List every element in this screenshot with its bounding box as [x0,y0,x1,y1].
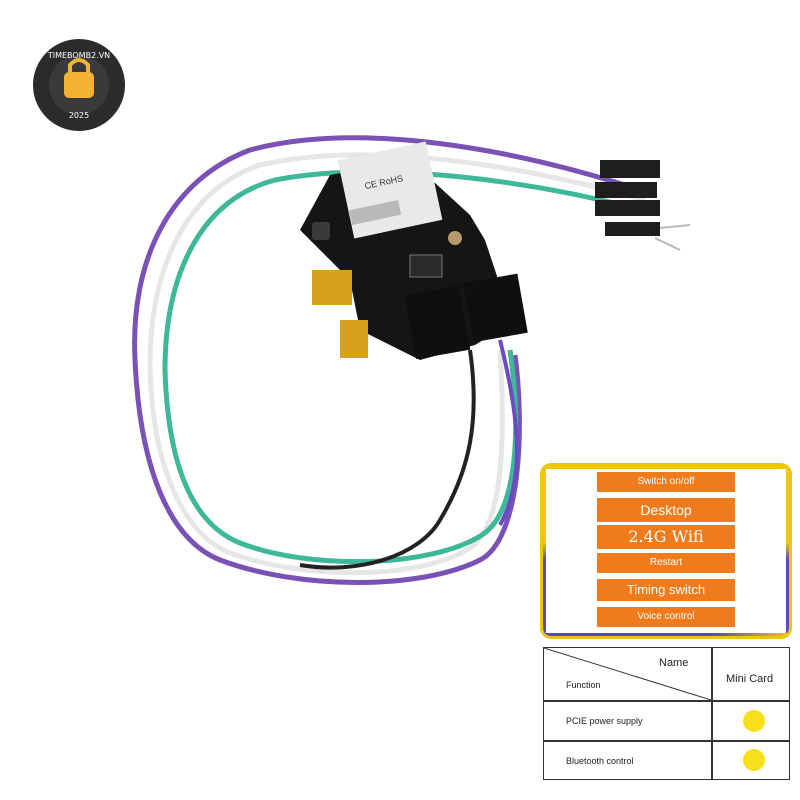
row-pcie-dot [743,710,765,732]
header-diagonal [544,648,711,700]
pcie-board: CE RoHS [300,141,528,360]
feature-voice-control: Voice control [597,607,735,627]
white-cable [147,152,646,576]
pin-headers [595,160,691,251]
brand-logo: TIMEBOMB2.VN 2025 [33,39,125,131]
logo-year: 2025 [69,111,89,120]
feature-desktop: Desktop [597,498,735,522]
feature-timing-switch: Timing switch [597,579,735,601]
header-function: Function [566,680,601,690]
header-mini-card: Mini Card [726,673,774,685]
panel-border-top [543,466,789,469]
header-name: Name [659,657,689,669]
black-cable [299,349,476,570]
panel-border-bottom [543,633,789,636]
row-bluetooth-dot [743,749,765,771]
spec-table: Name Function Mini Card PCIE power suppl… [543,647,790,780]
logo-text: TIMEBOMB2.VN [47,51,110,60]
panel-border-left [543,466,546,636]
feature-panel: Switch on/off Desktop 2.4G Wifi Restart … [543,466,789,636]
table-divider-row1 [544,700,789,702]
purple-cable-2 [498,339,519,526]
table-divider-row2 [544,740,789,742]
feature-wifi: 2.4G Wifi [597,525,735,549]
table-divider-vertical [711,648,713,779]
row-pcie-label: PCIE power supply [566,716,643,726]
row-bluetooth-label: Bluetooth control [566,756,634,766]
feature-restart: Restart [597,553,735,573]
feature-switch-onoff: Switch on/off [597,472,735,492]
purple-cable [132,135,641,585]
panel-border-right [786,466,789,636]
